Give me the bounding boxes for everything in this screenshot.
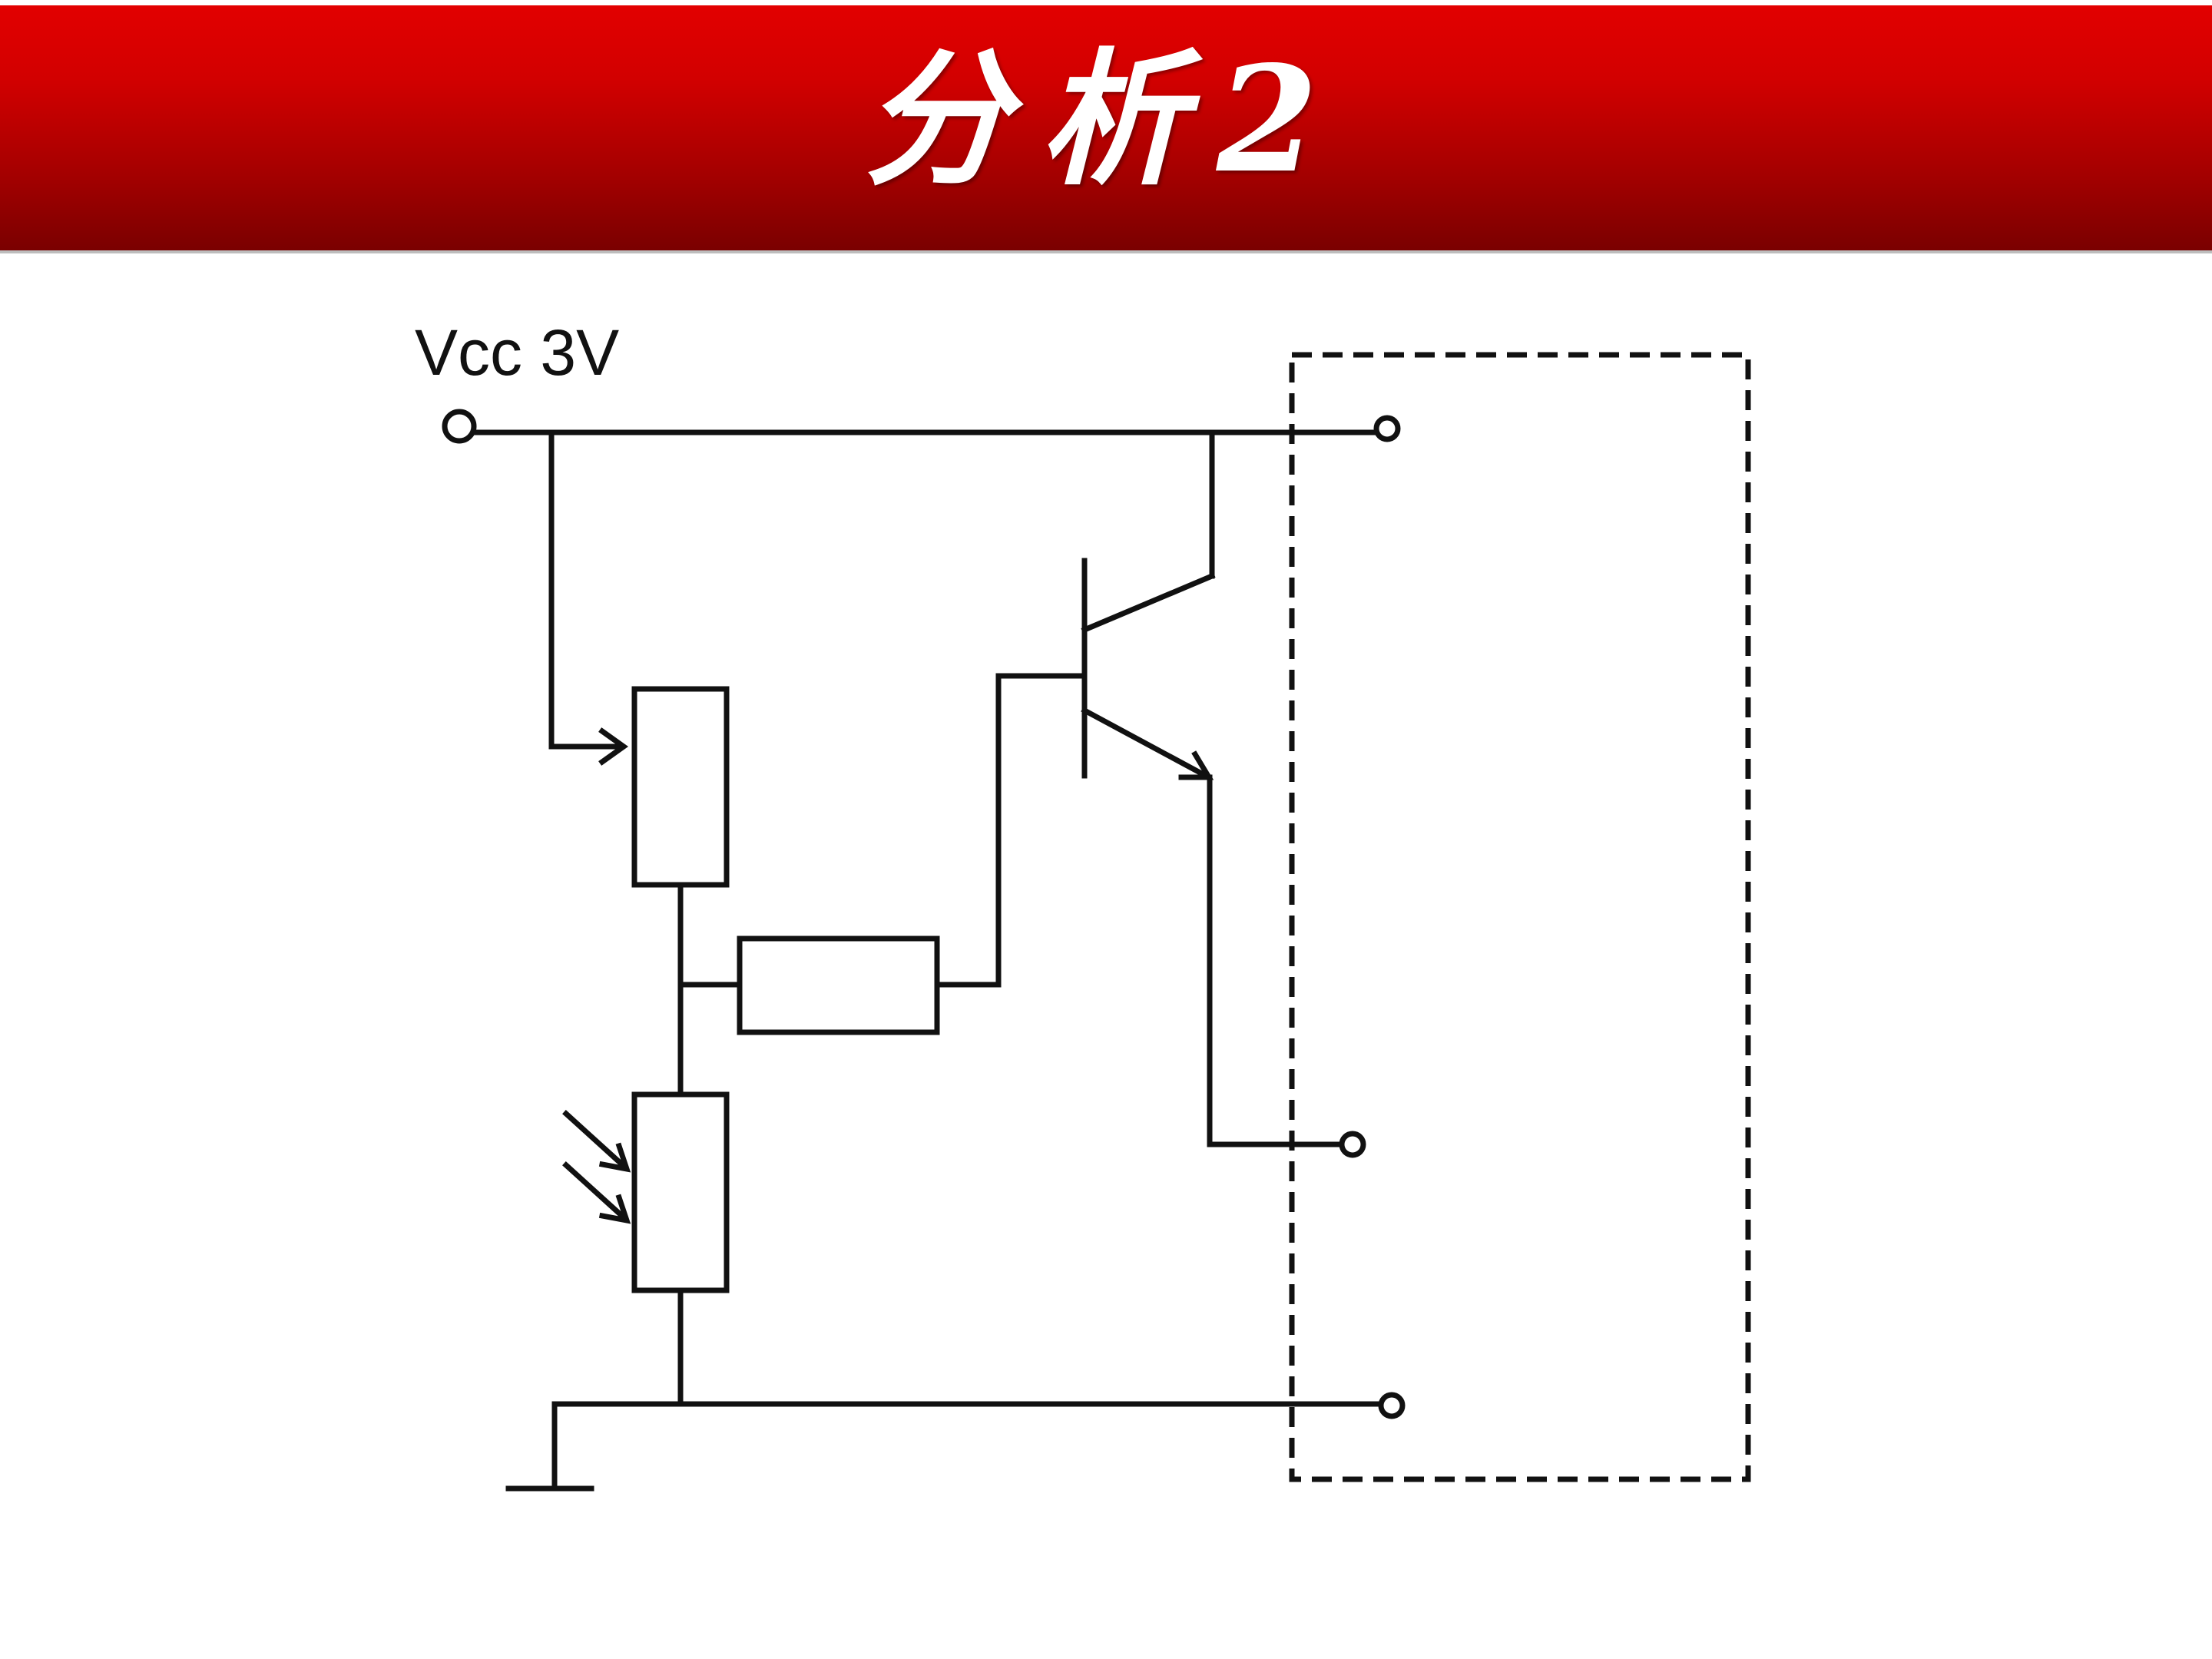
light-arrows <box>562 1110 631 1224</box>
page-title: 分析2 <box>863 34 1349 205</box>
base-wire <box>934 673 1088 988</box>
output-terminal-bottom <box>1378 1392 1406 1419</box>
output-terminal-top <box>1373 415 1401 442</box>
supply-label: Vcc 3V <box>415 316 619 389</box>
dashed-module-box <box>1289 352 1751 1482</box>
photoresistor <box>631 1091 730 1293</box>
base-resistor <box>737 935 940 1035</box>
vcc-terminal <box>442 409 477 444</box>
npn-transistor <box>1081 558 1216 780</box>
potentiometer <box>631 686 730 888</box>
ground-symbol <box>505 1401 594 1492</box>
output-terminal-middle <box>1339 1131 1366 1158</box>
title-bar: 分析2 <box>0 5 2212 253</box>
wiper-wire <box>548 429 629 766</box>
emitter-wire <box>1207 774 1343 1147</box>
